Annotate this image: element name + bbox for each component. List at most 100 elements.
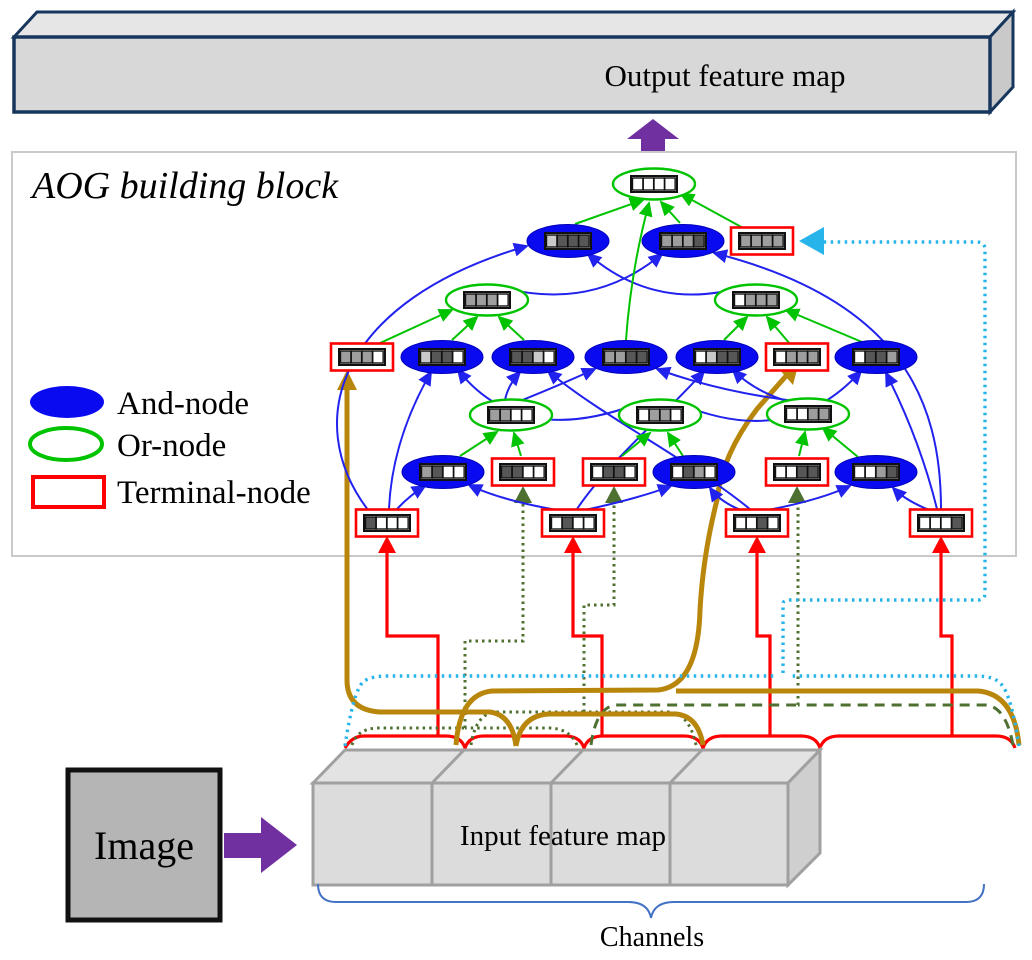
- feature-chip-cell: [785, 407, 798, 421]
- feature-chip-cell: [361, 350, 374, 364]
- feature-chip-cell: [550, 516, 563, 530]
- feature-chip-cell: [818, 407, 830, 421]
- terminal-node-Tb1: [354, 508, 420, 538]
- input-feature-map-box: Input feature map: [309, 746, 824, 889]
- or-edge: [511, 431, 525, 457]
- feature-chip-cell: [670, 408, 682, 422]
- image-box-label: Image: [94, 823, 194, 868]
- feature-chip-cell: [572, 516, 585, 530]
- feature-chip-cell: [637, 408, 650, 422]
- terminal-node-Tm2: [581, 457, 647, 487]
- feature-chip-cell: [705, 350, 718, 364]
- feature-chip-cell: [488, 408, 501, 422]
- feature-chip-cell: [591, 465, 604, 479]
- route-cyan-wing-left: [343, 674, 775, 747]
- feature-chip-cell: [664, 177, 676, 191]
- feature-chip-cell: [578, 234, 590, 248]
- legend-and-node-label: And-node: [117, 386, 249, 422]
- feature-chip-cell: [774, 350, 787, 364]
- feature-chip-cell: [636, 350, 648, 364]
- feature-chip-cell: [500, 465, 513, 479]
- or-edge: [497, 315, 525, 341]
- feature-chip-cell: [453, 465, 465, 479]
- feature-chip-cell: [364, 516, 377, 530]
- feature-chip-cell: [648, 408, 661, 422]
- route-cyan-wing-right: [791, 674, 1021, 747]
- input-box-label: Input feature map: [460, 820, 666, 852]
- route-red-scallop: [343, 734, 1017, 754]
- red-arrowhead-1: [378, 536, 396, 553]
- feature-chip-cell: [464, 293, 477, 307]
- route-gold-path-left: [344, 386, 519, 747]
- route-red-riser-4: [939, 551, 954, 737]
- feature-chip-cell: [533, 465, 545, 479]
- and-edge: [731, 368, 791, 403]
- feature-chip-cell: [602, 465, 615, 479]
- or-edge: [451, 315, 479, 341]
- feature-chip-cell: [875, 350, 888, 364]
- feature-chip-cell: [755, 293, 768, 307]
- feature-chip-cell: [497, 293, 509, 307]
- and-node-ANDi: [652, 455, 736, 489]
- feature-chip-cell: [613, 465, 626, 479]
- cyan-arrowhead: [799, 227, 824, 255]
- route-red-riser-1: [385, 551, 440, 737]
- and-edge: [395, 484, 427, 511]
- route-olive-wing-2a: [469, 710, 584, 746]
- feature-chip-cell: [499, 408, 512, 422]
- output-box-label: Output feature map: [604, 58, 845, 93]
- feature-chip-cell: [951, 516, 963, 530]
- right-arrow-icon: [224, 817, 297, 873]
- and-edge: [519, 368, 597, 402]
- and-node-ANDa: [526, 224, 610, 258]
- feature-chip-cell: [918, 516, 931, 530]
- and-edge: [467, 484, 558, 511]
- or-edge: [821, 426, 859, 458]
- feature-chip-cell: [693, 465, 706, 479]
- feature-chip-cell: [940, 516, 953, 530]
- or-edge: [659, 200, 681, 224]
- feature-chip-cell: [766, 293, 778, 307]
- feature-chip-cell: [441, 350, 454, 364]
- or-edge: [621, 431, 652, 457]
- feature-chip-cell: [807, 350, 819, 364]
- aog-block-title: AOG building block: [29, 165, 339, 207]
- or-node-ORc: [468, 398, 554, 432]
- feature-chip-cell: [614, 350, 627, 364]
- terminal-node-Tb4: [908, 508, 974, 538]
- route-cyan-riser: [781, 240, 987, 673]
- or-node-ORd: [617, 398, 703, 432]
- terminal-node-Tm3: [764, 457, 830, 487]
- feature-chip-cell: [545, 234, 558, 248]
- feature-chip-cell: [532, 350, 545, 364]
- feature-chip-cell: [556, 234, 569, 248]
- feature-chip-cell: [603, 350, 616, 364]
- legend-terminal-node-label: Terminal-node: [117, 475, 311, 511]
- feature-chip-cell: [682, 465, 695, 479]
- and-edge: [767, 485, 852, 511]
- route-red-riser-2: [571, 551, 604, 737]
- or-edge: [795, 430, 809, 457]
- legend-or-node-icon: [28, 426, 104, 462]
- and-node-ANDj: [834, 455, 918, 489]
- and-node-ANDe: [584, 340, 668, 374]
- or-edge: [723, 315, 749, 341]
- or-edge: [625, 201, 653, 341]
- terminal-node-Tl: [329, 342, 395, 372]
- feature-chip-cell: [693, 234, 705, 248]
- feature-chip-cell: [583, 516, 595, 530]
- feature-chip-cell: [624, 465, 636, 479]
- route-red-riser-3: [755, 551, 772, 737]
- olive-arrowhead-2: [605, 486, 623, 503]
- and-edge: [504, 370, 522, 401]
- and-node-ANDf: [675, 340, 759, 374]
- or-edge: [574, 197, 645, 225]
- feature-chip-cell: [671, 234, 684, 248]
- feature-chip-cell: [864, 465, 877, 479]
- route-olive-wing-1b: [465, 726, 579, 746]
- feature-chip-cell: [521, 350, 534, 364]
- and-node-ANDb: [641, 224, 725, 258]
- terminal-node-Tb3: [724, 508, 790, 538]
- and-edge: [388, 370, 432, 510]
